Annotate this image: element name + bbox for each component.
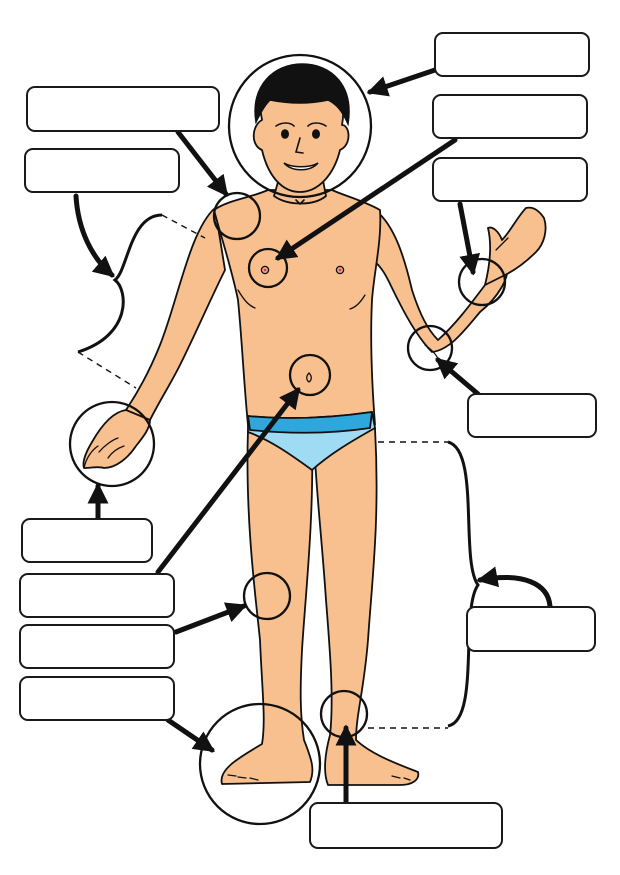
arm-brace <box>77 213 163 354</box>
label-box-shoulder[interactable] <box>26 86 220 132</box>
arrow-leg <box>476 566 553 609</box>
right-hand <box>484 206 547 286</box>
circle-knee <box>242 571 292 621</box>
face-details <box>275 122 327 206</box>
arrow-navel <box>155 387 301 575</box>
circle-navel <box>288 353 332 397</box>
arrow-head <box>366 67 438 97</box>
briefs <box>247 411 376 471</box>
right-leg <box>313 427 420 786</box>
circle-chest <box>247 247 289 289</box>
circle-hand <box>68 400 156 488</box>
briefs-band <box>247 411 373 434</box>
label-box-wrist[interactable] <box>467 393 597 438</box>
arrow-wrist <box>457 201 481 276</box>
arrow-elbow <box>435 357 481 397</box>
label-box-chest[interactable] <box>432 94 588 139</box>
hair <box>254 63 350 127</box>
label-box-elbow[interactable] <box>432 157 588 202</box>
circle-head <box>227 53 373 199</box>
arm-brace-group <box>77 213 206 389</box>
arrows <box>73 67 553 805</box>
label-box-ankle[interactable] <box>309 802 503 849</box>
leg-brace <box>447 440 480 728</box>
label-box-knee[interactable] <box>19 624 175 669</box>
arrow-knee <box>173 602 248 635</box>
label-box-navel[interactable] <box>19 573 175 618</box>
label-box-arm[interactable] <box>24 148 180 193</box>
left-leg <box>220 429 314 785</box>
leg-brace-group <box>368 440 480 729</box>
body-details <box>83 237 509 781</box>
circle-shoulder <box>212 191 262 241</box>
arrow-foot <box>165 717 215 753</box>
label-box-head[interactable] <box>434 32 590 77</box>
arrow-arm <box>73 193 115 278</box>
label-box-hand[interactable] <box>21 518 153 563</box>
circle-wrist <box>457 257 507 307</box>
circle-foot <box>198 702 322 826</box>
highlight-circles <box>68 53 507 826</box>
label-box-leg[interactable] <box>466 606 596 652</box>
label-box-foot[interactable] <box>19 676 175 721</box>
arm-dash-top <box>161 214 206 239</box>
arrow-shoulder <box>175 129 229 197</box>
circle-elbow <box>406 324 454 372</box>
arm-dash-bottom <box>77 351 137 389</box>
arrow-chest <box>275 137 458 261</box>
left-arm <box>125 207 226 421</box>
